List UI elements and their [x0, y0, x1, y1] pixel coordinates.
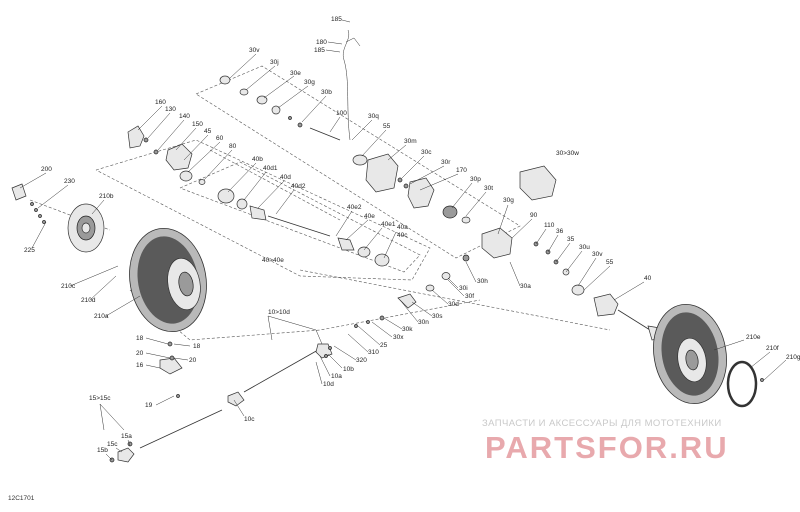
cv-axle-right	[593, 293, 665, 341]
callout-label: 40	[644, 275, 652, 282]
callout-label: 210f	[766, 345, 779, 352]
callout-label: 100	[336, 110, 347, 117]
callout-label: 30t	[484, 185, 493, 192]
callout-label: 30j	[270, 59, 279, 66]
callout-label: 30b	[321, 89, 332, 96]
callout-label: 320	[356, 357, 367, 364]
callout-label: 40e2	[347, 204, 362, 211]
callout-label: 30i	[459, 285, 468, 292]
callout-label: 40e	[364, 213, 375, 220]
callout-label: 40>40e	[262, 257, 284, 264]
callout-label: 30h	[477, 278, 488, 285]
callout-label: 185	[331, 16, 342, 23]
watermark-tagline: ЗАПЧАСТИ И АКСЕССУАРЫ ДЛЯ МОТОТЕХНИКИ	[482, 418, 722, 429]
callout-label: 30r	[441, 159, 451, 166]
upper-parts-row	[219, 75, 557, 259]
callout-label: 40b	[252, 156, 263, 163]
callout-label: 10c	[244, 416, 255, 423]
callout-label: 30e	[290, 70, 301, 77]
callout-label: 180	[316, 39, 327, 46]
callout-label: 10b	[343, 366, 354, 373]
callout-label: 200	[41, 166, 52, 173]
right-hub-parts	[533, 241, 585, 296]
callout-label: 30s	[432, 313, 443, 320]
callout-label: 36	[556, 228, 564, 235]
callout-label: 18	[193, 343, 201, 350]
callout-label: 40d1	[263, 165, 278, 172]
callout-label: 40d2	[291, 183, 306, 190]
callout-label: 10a	[331, 373, 342, 380]
middle-parts-row	[324, 254, 470, 358]
diagram-reference-code: 12C1701	[8, 495, 35, 502]
callout-label: 40a	[397, 224, 408, 231]
callout-label: 45	[204, 128, 212, 135]
callout-label: 210c	[61, 283, 76, 290]
callout-label: 210d	[81, 297, 96, 304]
callout-label: 30a	[520, 283, 531, 290]
callout-label: 110	[544, 222, 555, 229]
cv-axle-upper	[217, 188, 390, 267]
callout-label: 130	[165, 106, 176, 113]
left-wheel-assembly	[11, 183, 207, 333]
callout-label: 150	[192, 121, 203, 128]
callout-label: 15b	[97, 447, 108, 454]
callout-label: 30v	[249, 47, 260, 54]
callout-label: 30c	[421, 149, 432, 156]
right-wheel-assembly	[653, 303, 764, 408]
watermark-logo: PARTSFOR.RU	[485, 430, 729, 465]
callout-label: 40d	[280, 174, 291, 181]
callout-label: 160	[155, 99, 166, 106]
knuckle-parts	[127, 125, 206, 185]
callout-label: 30k	[402, 326, 413, 333]
callout-label: 30d	[448, 301, 459, 308]
leader-lines	[19, 19, 787, 461]
callout-label: 30g	[503, 197, 514, 204]
callout-label: 185	[314, 47, 325, 54]
callout-label: 90	[530, 212, 538, 219]
brake-line	[342, 29, 361, 141]
callout-label: 40c	[397, 232, 408, 239]
callout-label: 16	[136, 362, 144, 369]
callout-label: 19	[145, 402, 153, 409]
callout-label: 30n	[418, 319, 429, 326]
callout-label: 210b	[99, 193, 114, 200]
callout-label: 15a	[121, 433, 132, 440]
callout-label: 225	[24, 247, 35, 254]
group-outlines	[29, 65, 611, 341]
callout-label: 310	[368, 349, 379, 356]
callout-label: 30m	[404, 138, 417, 145]
callout-label: 230	[64, 178, 75, 185]
callout-label: 20	[136, 350, 144, 357]
callout-label: 30>30w	[556, 150, 579, 157]
callout-label: 30f	[465, 293, 474, 300]
callout-label: 60	[216, 135, 224, 142]
callout-label: 30q	[368, 113, 379, 120]
callout-label: 30p	[470, 176, 481, 183]
callout-label: 140	[179, 113, 190, 120]
callout-label: 15c	[107, 441, 118, 448]
callout-label: 40e1	[381, 221, 396, 228]
callout-label: 210a	[94, 313, 109, 320]
callout-label: 25	[380, 342, 388, 349]
callout-label: 170	[456, 167, 467, 174]
prop-shaft-lower	[109, 341, 333, 463]
callout-label: 210g	[786, 354, 800, 361]
callout-label: 210e	[746, 334, 761, 341]
callout-label: 18	[136, 335, 144, 342]
callout-label: 55	[383, 123, 391, 130]
callout-label: 30v	[592, 251, 603, 258]
callout-label: 30g	[304, 79, 315, 86]
callout-label: 80	[229, 143, 237, 150]
callout-label: 10>10d	[268, 309, 290, 316]
callout-label: 15>15c	[89, 395, 111, 402]
callout-label: 30u	[579, 244, 590, 251]
callout-label: 35	[567, 236, 575, 243]
callout-label: 20	[189, 357, 197, 364]
callout-label: 10d	[323, 381, 334, 388]
callout-label: 55	[606, 259, 614, 266]
callout-label: 30x	[393, 334, 404, 341]
callout-labels: 185 180 185 30v 30j 30e 30g 30b 100 30q …	[24, 16, 800, 454]
